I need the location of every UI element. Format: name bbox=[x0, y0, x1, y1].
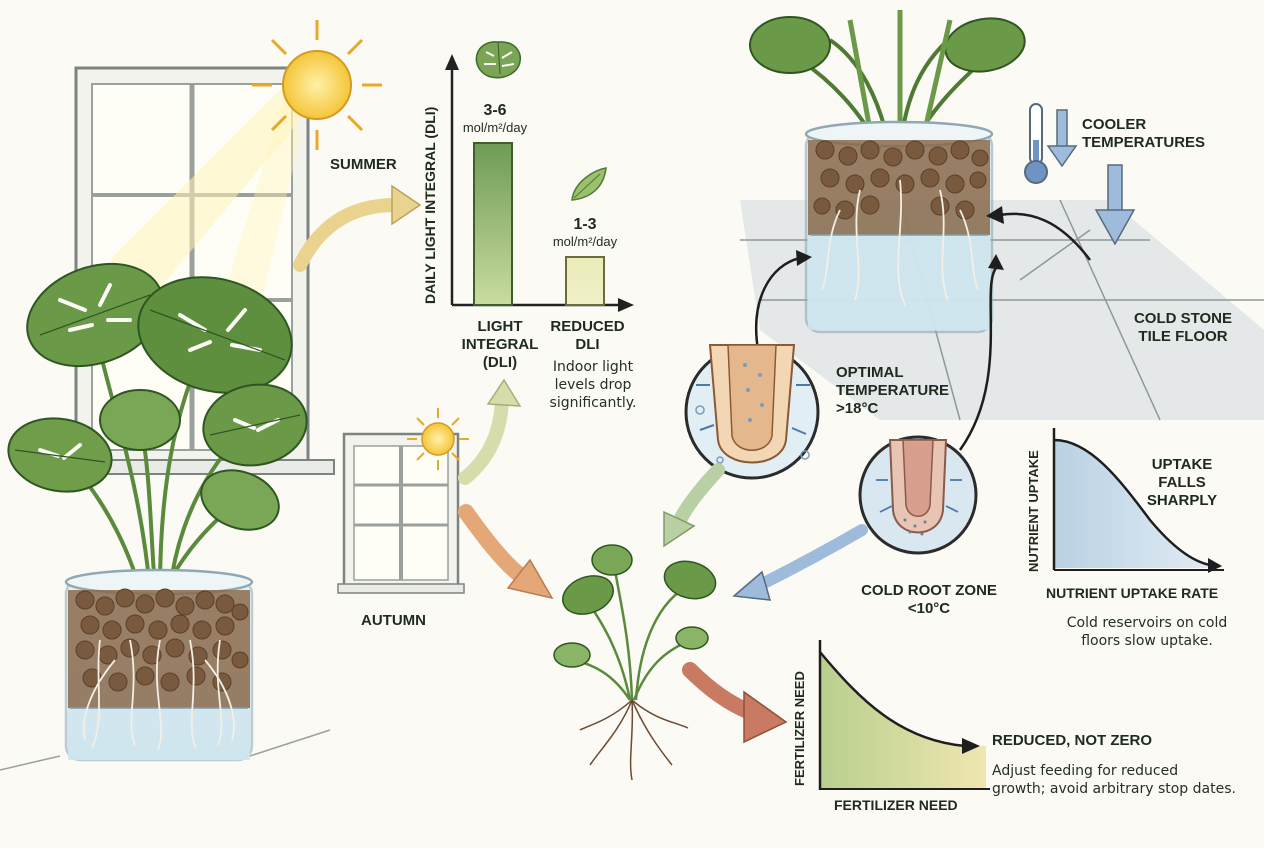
cold-to-pot-arrow bbox=[958, 267, 998, 451]
uptake-curve-line2: FALLS bbox=[1158, 474, 1206, 491]
autumn-label: AUTUMN bbox=[361, 612, 426, 629]
bar-autumn bbox=[565, 256, 605, 306]
uptake-curve-label: UPTAKE FALLS SHARPLY bbox=[1142, 456, 1222, 510]
uptake-curve-line1: UPTAKE bbox=[1151, 456, 1213, 473]
uptake-chart-title: NUTRIENT UPTAKE RATE bbox=[1046, 585, 1219, 601]
small-plant bbox=[553, 544, 717, 781]
cooler-temperatures-label: COOLER TEMPERATURES bbox=[1082, 116, 1205, 152]
optimal-line3: >18°C bbox=[836, 400, 879, 417]
floor-to-pot-arrow bbox=[999, 212, 1091, 261]
autumn-to-chart-arrow bbox=[458, 393, 509, 485]
optimal-line1: OPTIMAL bbox=[836, 364, 904, 381]
uptake-curve-line3: SHARPLY bbox=[1146, 492, 1218, 509]
bar-autumn-unit: mol/m²/day bbox=[552, 234, 618, 249]
bar-summer bbox=[473, 142, 513, 306]
cooler-line2: TEMPERATURES bbox=[1082, 134, 1206, 151]
thermometer-icon bbox=[1024, 103, 1048, 184]
bar-summer-label: LIGHT INTEGRAL (DLI) bbox=[455, 318, 545, 372]
large-monstera-plant bbox=[7, 262, 308, 591]
uptake-axis-label: NUTRIENT UPTAKE bbox=[1026, 450, 1041, 572]
bar-autumn-label: REDUCED DLI bbox=[540, 318, 635, 354]
monstera-leaf-icon bbox=[475, 41, 521, 79]
cooler-line1: COOLER bbox=[1082, 116, 1147, 133]
cold-floor-label: COLD STONE TILE FLOOR bbox=[1128, 310, 1238, 346]
dli-chart bbox=[445, 41, 634, 312]
cold-line1: COLD ROOT ZONE bbox=[861, 582, 997, 599]
bar-summer-label-line1: LIGHT bbox=[477, 318, 523, 335]
bar-autumn-label-line1: REDUCED bbox=[550, 318, 625, 335]
fertilizer-need-chart bbox=[818, 640, 990, 790]
cooler-to-floor-arrow bbox=[1094, 164, 1136, 246]
cold-root-zoom bbox=[858, 435, 978, 555]
fertilizer-curve-label: REDUCED, NOT ZERO bbox=[992, 732, 1153, 749]
bar-summer-unit: mol/m²/day bbox=[462, 120, 528, 135]
fertilizer-curve bbox=[819, 651, 966, 748]
floor-line1: COLD STONE bbox=[1133, 310, 1233, 327]
uptake-curve bbox=[1053, 438, 1211, 567]
summer-sun-icon bbox=[252, 20, 382, 150]
summer-label: SUMMER bbox=[330, 156, 397, 173]
light-note: Indoor light levels drop significantly. bbox=[538, 358, 648, 412]
uptake-note-line2: floors slow uptake. bbox=[1081, 633, 1213, 649]
large-glass-pot bbox=[64, 568, 254, 762]
bar-summer-value: 3-6 mol/m²/day bbox=[455, 102, 535, 136]
optimal-to-pot-arrow bbox=[755, 256, 801, 351]
cold-to-plant-arrow bbox=[754, 524, 868, 591]
bar-autumn-range: 1-3 bbox=[573, 216, 597, 233]
floor-line2: TILE FLOOR bbox=[1138, 328, 1228, 345]
fertilizer-note: Adjust feeding for reduced growth; avoid… bbox=[992, 762, 1254, 798]
fert-note-line2: growth; avoid arbitrary stop dates. bbox=[992, 781, 1236, 797]
summer-to-chart-arrow bbox=[293, 198, 402, 272]
bar-summer-label-line2: INTEGRAL bbox=[461, 336, 539, 353]
small-leaf-icon bbox=[571, 167, 607, 201]
autumn-sun-icon bbox=[407, 408, 469, 470]
optimal-to-plant-arrow bbox=[673, 463, 725, 527]
bar-summer-label-line3: (DLI) bbox=[482, 354, 518, 371]
light-note-line1: Indoor light bbox=[552, 359, 634, 375]
optimal-root-zoom bbox=[684, 344, 820, 480]
fert-note-line1: Adjust feeding for reduced bbox=[992, 763, 1179, 779]
fertilizer-chart-title: FERTILIZER NEED bbox=[834, 797, 958, 813]
uptake-note-line1: Cold reservoirs on cold bbox=[1066, 615, 1228, 631]
light-note-line2: levels drop bbox=[554, 377, 632, 393]
optimal-temperature-label: OPTIMAL TEMPERATURE >18°C bbox=[836, 364, 949, 418]
light-note-line3: significantly. bbox=[549, 395, 637, 411]
fertilizer-axis-label: FERTILIZER NEED bbox=[792, 671, 807, 786]
autumn-to-plant-arrow bbox=[458, 504, 528, 583]
down-arrow-icon bbox=[1046, 109, 1078, 168]
optimal-line2: TEMPERATURE bbox=[836, 382, 950, 399]
bar-autumn-value: 1-3 mol/m²/day bbox=[545, 216, 625, 250]
autumn-window bbox=[337, 432, 465, 594]
dli-axis-label: DAILY LIGHT INTEGRAL (DLI) bbox=[422, 106, 438, 304]
cold-line2: <10°C bbox=[907, 600, 951, 617]
bar-summer-range: 3-6 bbox=[483, 102, 507, 119]
uptake-note: Cold reservoirs on cold floors slow upta… bbox=[1052, 614, 1242, 650]
bar-autumn-label-line2: DLI bbox=[575, 336, 600, 353]
plant-to-fertilizer-arrow bbox=[682, 662, 758, 720]
cold-root-zone-label: COLD ROOT ZONE <10°C bbox=[858, 582, 1000, 618]
cold-floor-scene bbox=[740, 10, 1264, 421]
nutrient-uptake-chart bbox=[1052, 428, 1224, 573]
